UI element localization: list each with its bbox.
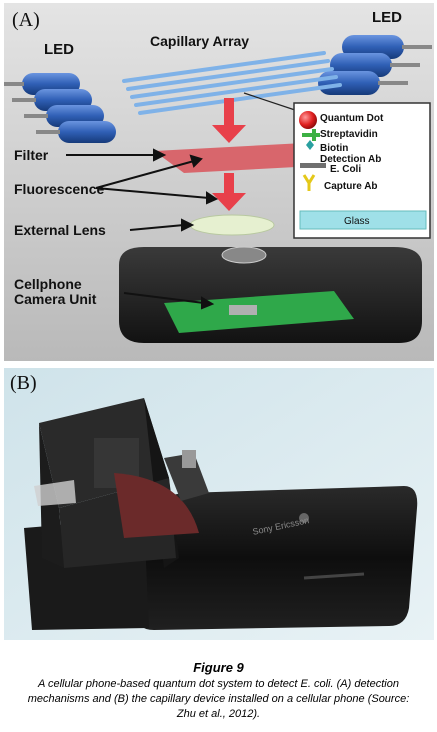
- external-lens-label: External Lens: [14, 222, 106, 238]
- led-right-group: [318, 35, 432, 95]
- inset-quantum-dot-label: Quantum Dot: [320, 113, 384, 124]
- panel-a-illustration: [4, 3, 434, 361]
- panel-b-device-photo: (B) Sony Ericsson: [4, 368, 434, 640]
- inset-capture-label: Capture Ab: [324, 181, 378, 192]
- figure-caption: A cellular phone-based quantum dot syste…: [27, 678, 410, 720]
- figure-title: Figure 9: [193, 660, 244, 675]
- led-left-group: [4, 73, 116, 143]
- panel-b-illustration: [4, 368, 434, 640]
- cellphone-body: [135, 486, 418, 630]
- molecular-inset: [293, 102, 431, 239]
- filter-plane: [154, 143, 334, 173]
- panel-a-letter: (A): [12, 9, 40, 31]
- capillary-device: [34, 398, 209, 568]
- capillary-array-tubes: [122, 51, 342, 115]
- camera-unit-label: Cellphone Camera Unit: [14, 276, 97, 307]
- fluorescence-arrow: [212, 173, 246, 211]
- external-lens: [189, 214, 275, 236]
- panel-a-detection-mechanism: (A) LED LED Capillary Array Filter Fluor…: [4, 3, 434, 361]
- inset-glass-label: Glass: [344, 216, 370, 227]
- camera-housing: [119, 246, 422, 343]
- led-right-label: LED: [372, 9, 402, 26]
- led-left-label: LED: [44, 41, 74, 58]
- label-pointer-arrows: [66, 148, 219, 310]
- filter-label: Filter: [14, 147, 49, 163]
- inset-streptavidin-label: Streptavidin: [320, 129, 378, 140]
- inset-biotin-label: Biotin Detection Ab: [320, 143, 382, 165]
- capillary-array-label: Capillary Array: [150, 33, 250, 49]
- fluorescence-label: Fluorescence: [14, 181, 105, 197]
- inset-ecoli-label: E. Coli: [330, 164, 362, 175]
- panel-b-letter: (B): [10, 372, 37, 394]
- excitation-arrow: [212, 98, 246, 143]
